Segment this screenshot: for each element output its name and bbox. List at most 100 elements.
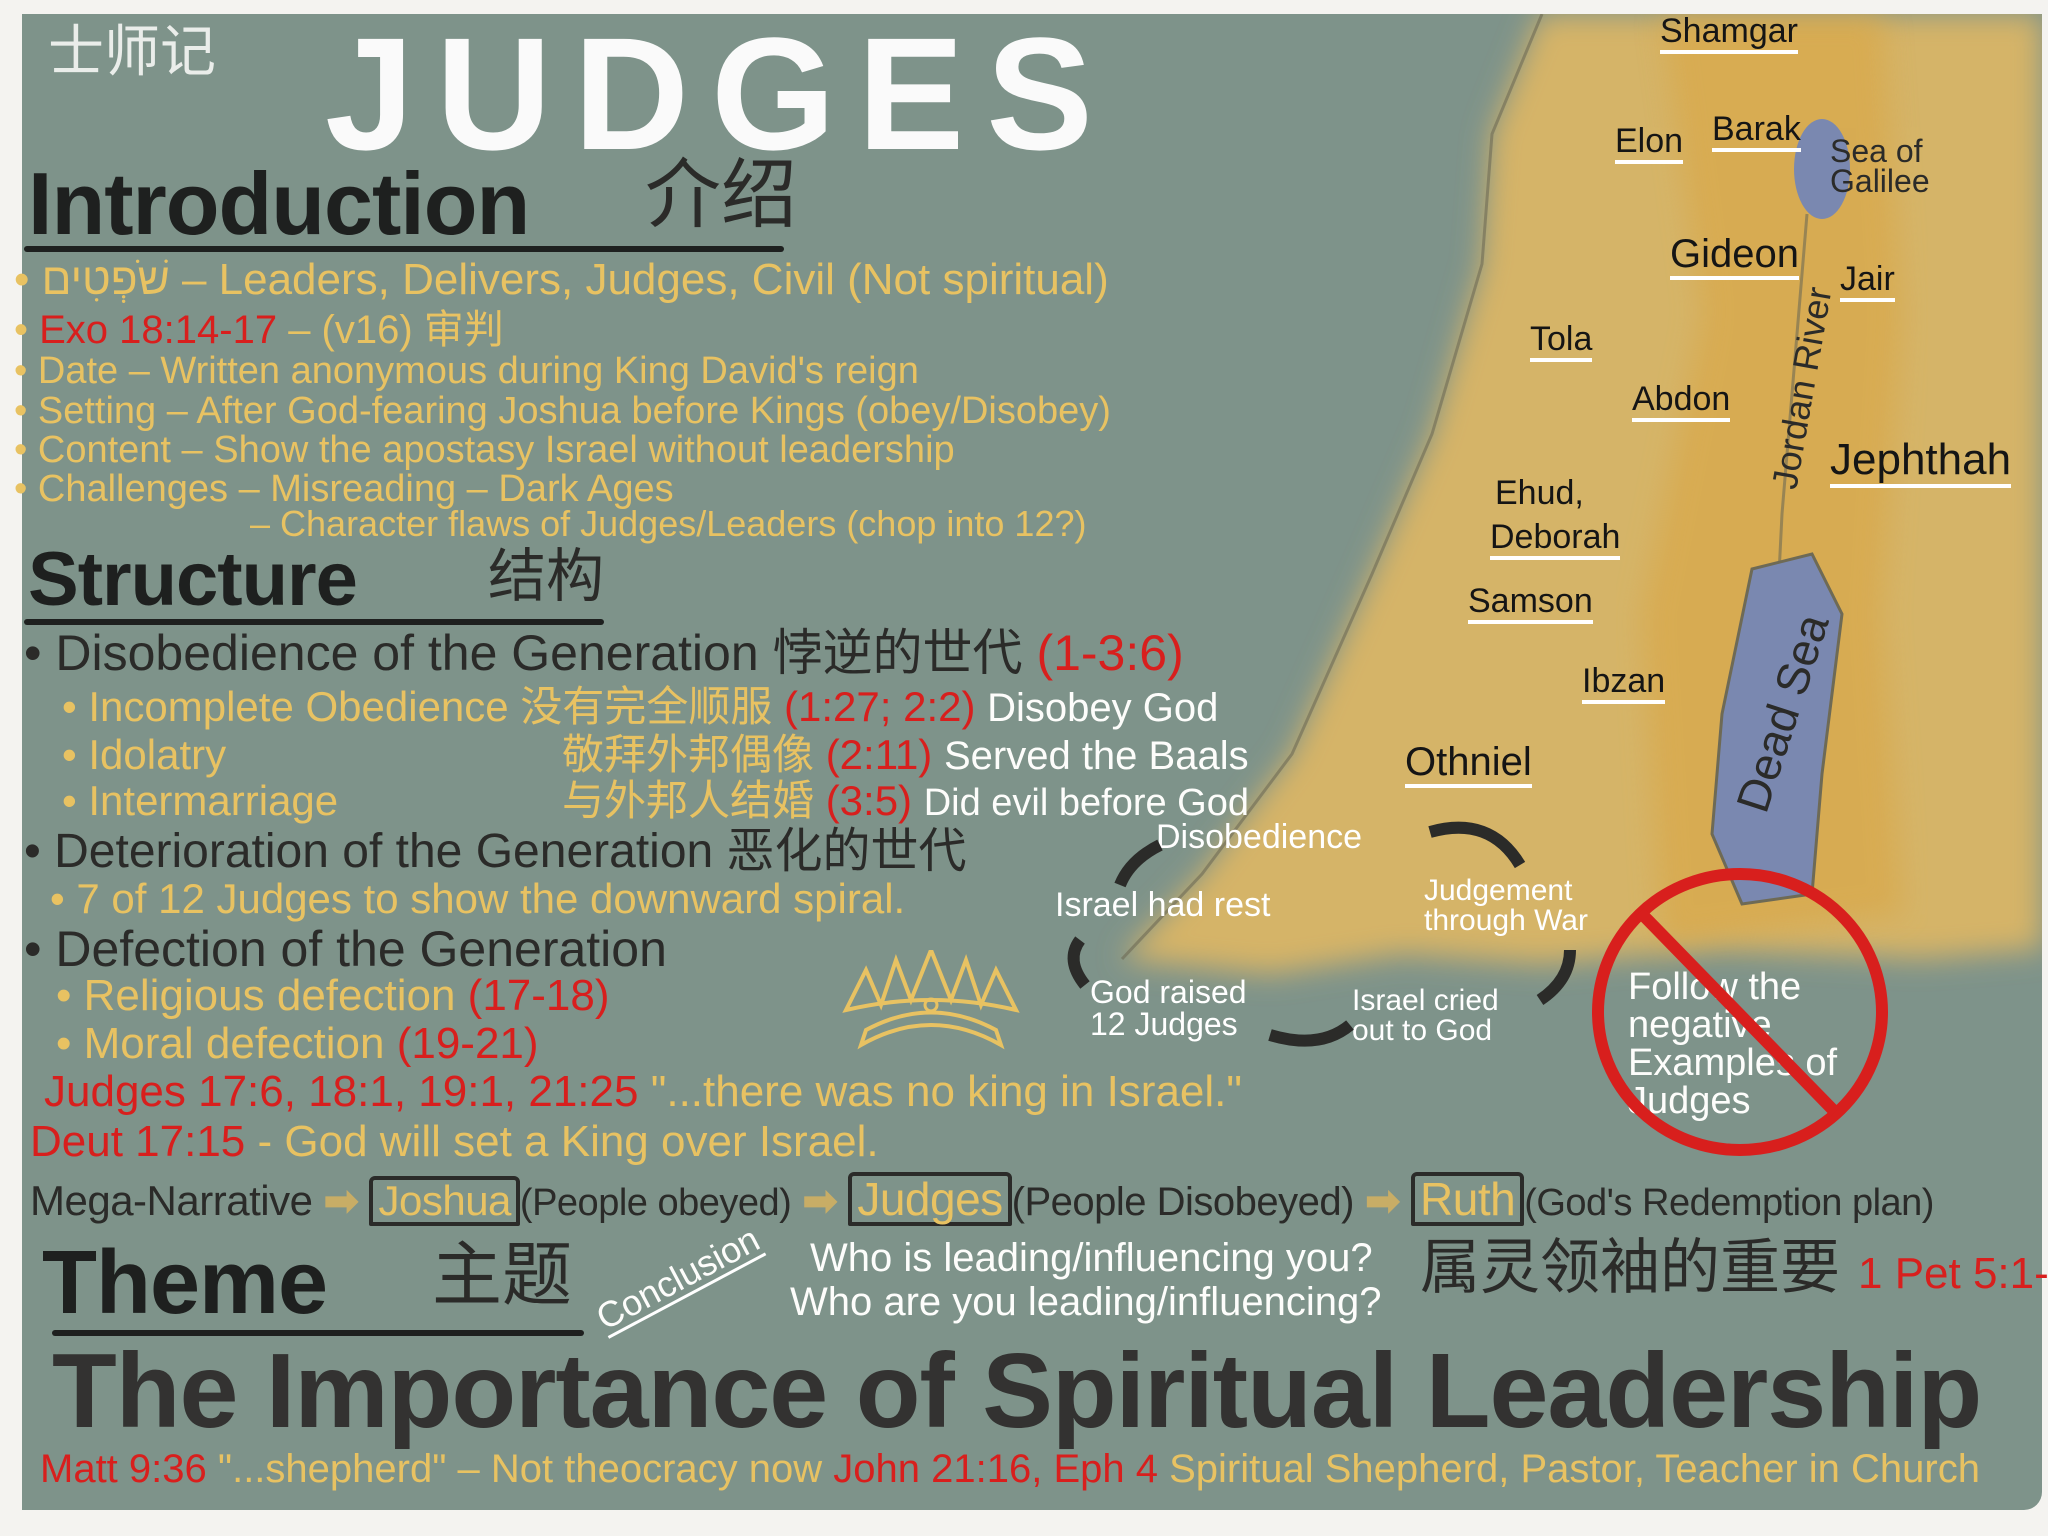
sub-intermarriage: • Intermarriage bbox=[62, 777, 339, 824]
no-king-line: Judges 17:6, 18:1, 19:1, 21:25 "...there… bbox=[44, 1070, 1242, 1114]
intro-item-character-flaws: – Character flaws of Judges/Leaders (cho… bbox=[250, 503, 1087, 544]
sub-idolatry-detail: 敬拜外邦偶像 (2:11) Served the Baals bbox=[562, 731, 1249, 778]
introduction-heading-cn: 介绍 bbox=[645, 153, 797, 238]
section-deterioration: • Deterioration of the Generation 恶化的世代 bbox=[24, 825, 967, 878]
scripture-ref: (3:5) bbox=[825, 777, 913, 824]
intro-text: Content – Show the apostasy Israel witho… bbox=[37, 429, 955, 471]
scripture-ref: (17-18) bbox=[467, 971, 610, 1020]
book-ruth: Ruth bbox=[1411, 1172, 1525, 1226]
scripture-ref: Matt 9:36 bbox=[40, 1447, 207, 1491]
section-defection: • Defection of the Generation bbox=[24, 921, 667, 977]
arrow-curve-icon bbox=[1067, 936, 1090, 989]
map-label-jair: Jair bbox=[1840, 262, 1895, 302]
scripture-ref: (19-21) bbox=[396, 1019, 539, 1068]
sub-incomplete-obedience: • Incomplete Obedience 没有完全顺服 (1:27; 2:2… bbox=[62, 683, 1219, 730]
theme-footer: Matt 9:36 "...shepherd" – Not theocracy … bbox=[40, 1448, 2030, 1490]
intro-item-content: • Content – Show the apostasy Israel wit… bbox=[14, 429, 955, 471]
scripture-ref: Exo 18:14-17 bbox=[39, 308, 278, 352]
map-label-barak: Barak bbox=[1712, 112, 1801, 152]
structure-heading: Structure bbox=[28, 537, 358, 622]
mega-narrative-label: Mega-Narrative bbox=[30, 1177, 313, 1224]
hebrew-word: שֹׁפְטִים bbox=[41, 255, 170, 304]
arrow-curve-icon bbox=[1536, 949, 1576, 1005]
introduction-heading: Introduction bbox=[28, 154, 530, 253]
sub-label: Incomplete Obedience bbox=[88, 683, 509, 730]
quote: "...there was no king in Israel." bbox=[650, 1067, 1243, 1116]
map-label-ibzan: Ibzan bbox=[1582, 664, 1666, 704]
map-label-sea-of-galilee: Sea of Galilee bbox=[1830, 133, 1930, 200]
sub-note: Served the Baals bbox=[943, 734, 1249, 778]
sub-label: Moral defection bbox=[83, 1019, 385, 1068]
scripture-ref: (1:27; 2:2) bbox=[784, 683, 976, 730]
sub-note: Disobey God bbox=[987, 686, 1219, 730]
arrow-curve-icon bbox=[1114, 839, 1163, 888]
scripture-ref: Judges 17:6, 18:1, 19:1, 21:25 bbox=[44, 1067, 639, 1116]
cycle-step-god-raised: God raised 12 Judges bbox=[1090, 974, 1247, 1042]
intro-item-setting: • Setting – After God-fearing Joshua bef… bbox=[14, 390, 1111, 432]
section-title: Defection of the Generation bbox=[55, 921, 667, 977]
footer-text: "...shepherd" – Not theocracy now bbox=[206, 1447, 834, 1491]
map-label-gideon: Gideon bbox=[1670, 234, 1799, 280]
introduction-underline bbox=[24, 246, 784, 252]
intro-item-hebrew: • שֹׁפְטִים – Leaders, Delivers, Judges,… bbox=[14, 255, 1109, 304]
map-label-elon: Elon bbox=[1615, 124, 1684, 164]
structure-heading-cn: 结构 bbox=[488, 544, 605, 609]
sub-cn: 没有完全顺服 bbox=[520, 683, 773, 730]
arrow-right-icon: ➡ bbox=[1365, 1177, 1400, 1224]
cycle-arrows bbox=[1067, 821, 1576, 1047]
map-label-ehud: Ehud, bbox=[1495, 474, 1584, 512]
map-label-shamgar: Shamgar bbox=[1660, 14, 1798, 54]
deut-text: - God will set a King over Israel. bbox=[245, 1117, 879, 1166]
crown-icon bbox=[842, 950, 1020, 1050]
theme-heading: Theme bbox=[42, 1233, 328, 1333]
arrow-right-icon: ➡ bbox=[323, 1177, 359, 1224]
sub-intermarriage-detail: 与外邦人结婚 (3:5) Did evil before God bbox=[562, 777, 1250, 824]
book-note: (People obeyed) bbox=[519, 1182, 792, 1224]
sub-label: 7 of 12 Judges to show the downward spir… bbox=[76, 875, 906, 922]
scripture-ref: Deut 17:15 bbox=[30, 1117, 246, 1166]
arrow-curve-icon bbox=[1428, 821, 1526, 869]
scripture-ref: John 21:16, Eph 4 bbox=[833, 1447, 1158, 1491]
conclusion-ref: 1 Pet 5:1-3 bbox=[1858, 1249, 2048, 1298]
page-title: JUDGES bbox=[325, 4, 1115, 183]
cycle-step-israel-cried: Israel cried out to God bbox=[1352, 984, 1499, 1047]
sub-cn: 敬拜外邦偶像 bbox=[562, 731, 815, 778]
conclusion-question-2: Who are you leading/influencing? bbox=[790, 1280, 1382, 1324]
sub-label: Intermarriage bbox=[88, 777, 339, 824]
prohibition-icon bbox=[1592, 868, 1888, 1156]
mega-narrative: Mega-Narrative ➡ Joshua(People obeyed) ➡… bbox=[30, 1172, 1934, 1226]
map-label-samson: Samson bbox=[1468, 584, 1593, 624]
footer-text: Spiritual Shepherd, Pastor, Teacher in C… bbox=[1158, 1447, 1980, 1491]
book-note: (God's Redemption plan) bbox=[1524, 1182, 1934, 1224]
deut-line: Deut 17:15 - God will set a King over Is… bbox=[30, 1120, 879, 1164]
map-label-abdon: Abdon bbox=[1632, 382, 1731, 422]
conclusion-cn: 属灵领袖的重要 bbox=[1420, 1234, 1840, 1301]
cycle-step-disobedience: Disobedience bbox=[1156, 818, 1363, 856]
jordan-valley bbox=[1642, 14, 1902, 944]
intro-text: – (v16) 审判 bbox=[277, 308, 504, 352]
intro-text: Date – Written anonymous during King Dav… bbox=[37, 350, 919, 392]
map-label-othniel: Othniel bbox=[1405, 742, 1532, 788]
intro-item-challenges: • Challenges – Misreading – Dark Ages bbox=[14, 468, 674, 510]
cycle-step-judgement: Judgement through War bbox=[1424, 874, 1588, 937]
intro-text: Challenges – Misreading – Dark Ages bbox=[37, 468, 674, 510]
theme-statement: The Importance of Spiritual Leadership bbox=[52, 1332, 1982, 1450]
sub-downward-spiral: • 7 of 12 Judges to show the downward sp… bbox=[50, 875, 906, 922]
sea-of-galilee-shape bbox=[1794, 119, 1850, 219]
section-disobedience: • Disobedience of the Generation 悖逆的世代 (… bbox=[24, 625, 1184, 681]
scripture-ref: (2:11) bbox=[825, 731, 933, 778]
map-label-jephthah: Jephthah bbox=[1830, 438, 2012, 488]
sub-moral-defection: • Moral defection (19-21) bbox=[56, 1019, 539, 1068]
intro-item-exodus: • Exo 18:14-17 – (v16) 审判 bbox=[14, 308, 504, 352]
sub-label: Idolatry bbox=[88, 731, 227, 778]
theme-heading-cn: 主题 bbox=[432, 1236, 572, 1314]
sub-note: Did evil before God bbox=[923, 782, 1250, 824]
scripture-ref: (1-3:6) bbox=[1036, 625, 1184, 681]
sketchnote-board bbox=[22, 14, 2042, 1510]
section-title: Disobedience of the Generation 悖逆的世代 bbox=[55, 625, 1023, 681]
book-note: (People Disobeyed) bbox=[1011, 1180, 1355, 1224]
arrow-curve-icon bbox=[1268, 1020, 1354, 1047]
section-title: Deterioration of the Generation 恶化的世代 bbox=[54, 825, 967, 878]
intro-text: Setting – After God-fearing Joshua befor… bbox=[37, 390, 1111, 432]
book-judges: Judges bbox=[848, 1172, 1012, 1226]
